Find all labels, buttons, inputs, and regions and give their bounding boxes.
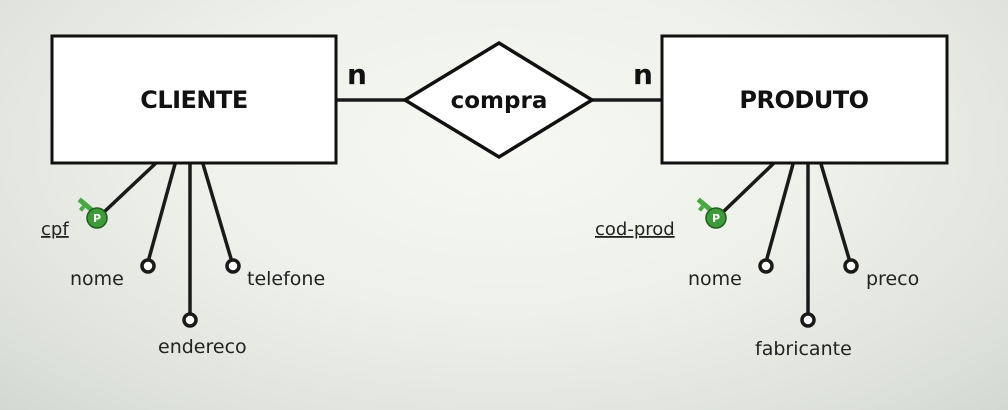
- attr-produto-fabricante: fabricante: [755, 338, 852, 360]
- key-badge-letter: P: [93, 212, 101, 225]
- attr-dot-produto-nome: [758, 258, 774, 274]
- attr-line-cpf: [101, 162, 157, 215]
- attr-line-cod-prod: [720, 162, 775, 215]
- primary-key-icon: P: [696, 197, 727, 229]
- attr-cliente-endereco: endereco: [158, 336, 247, 358]
- entity-cliente-label: CLIENTE: [140, 86, 248, 114]
- attr-dot-produto-fabricante: [800, 312, 816, 328]
- key-badge-letter: P: [712, 212, 720, 225]
- entity-produto[interactable]: PRODUTO: [660, 34, 949, 165]
- attr-cliente-telefone: telefone: [247, 268, 325, 290]
- entity-cliente-box: [50, 34, 338, 165]
- relationship-label: compra: [451, 88, 548, 114]
- attr-key-cpf: cpf: [41, 219, 69, 240]
- attr-cliente-nome: nome: [70, 268, 124, 290]
- entity-cliente[interactable]: CLIENTE: [50, 34, 338, 165]
- attr-line-cliente-telefone: [201, 162, 234, 264]
- attr-line-cliente-nome: [146, 162, 177, 264]
- cardinality-right: n: [633, 58, 653, 91]
- attr-line-produto-nome: [764, 162, 795, 264]
- attr-key-cod-prod: cod-prod: [595, 219, 675, 240]
- attr-dot-produto-preco: [843, 258, 859, 274]
- attr-line-produto-preco: [819, 162, 852, 264]
- entity-produto-box: [660, 34, 949, 165]
- relationship-compra[interactable]: compra: [401, 40, 596, 160]
- attr-dot-cliente-telefone: [225, 258, 241, 274]
- cardinality-left: n: [347, 58, 367, 91]
- relationship-diamond: [401, 40, 596, 160]
- entity-produto-label: PRODUTO: [739, 86, 868, 114]
- attr-produto-nome: nome: [688, 268, 742, 290]
- primary-key-icon: P: [77, 197, 108, 229]
- attr-dot-cliente-nome: [140, 258, 156, 274]
- attr-dot-cliente-endereco: [182, 312, 198, 328]
- attr-produto-preco: preco: [866, 268, 919, 290]
